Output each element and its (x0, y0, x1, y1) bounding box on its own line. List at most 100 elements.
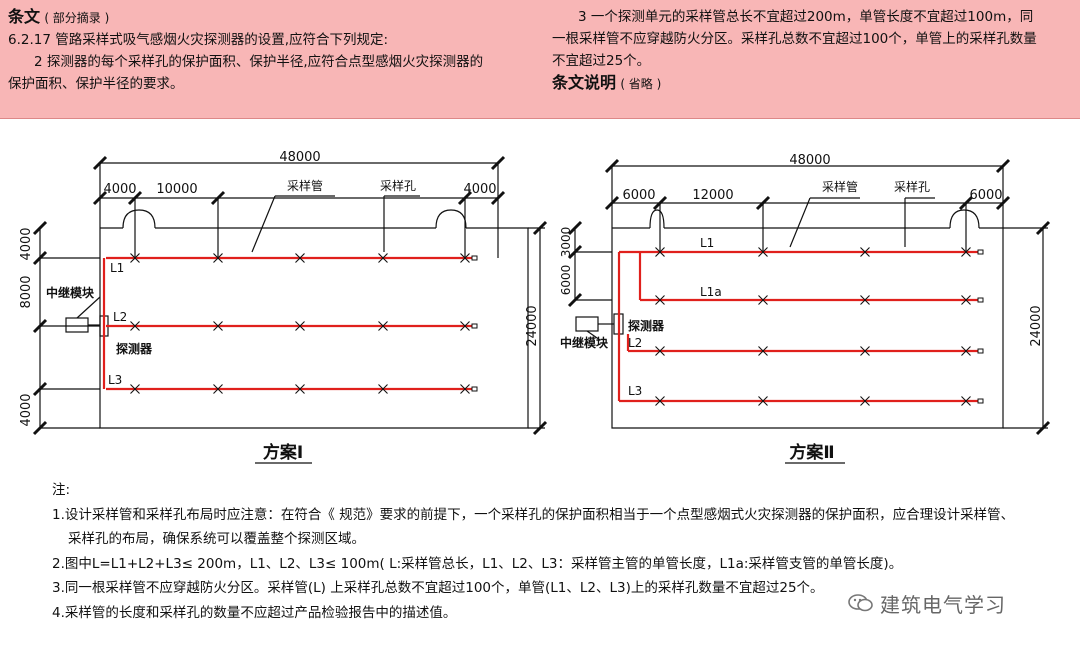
scheme1-caption: 方案Ⅰ (263, 442, 303, 463)
sampling-hole-mark (758, 247, 768, 257)
clause-title: 条文 (8, 7, 41, 26)
sampling-hole-mark (213, 253, 223, 263)
clause-right-column: 3 一个探测单元的采样管总长不宜超过200m，单管长度不宜超过100m，同 一根… (552, 6, 1072, 95)
sampling-hole-mark (655, 346, 665, 356)
scheme1-v-dim-bottom: 4000 (19, 393, 34, 426)
scheme2-L2: L2 (628, 336, 642, 350)
scheme2-room-outline (611, 227, 1004, 429)
explain-note: ( 省略 ) (620, 77, 662, 91)
scheme-2 (567, 158, 1051, 436)
clause-item3-line3: 不宜超过25个。 (552, 53, 651, 69)
scheme2-label-relay: 中继模块 (560, 335, 609, 350)
note-1-line2: 采样孔的布局，确保系统可以覆盖整个探测区域。 (68, 531, 365, 547)
scheme2-dim-left: 6000 (622, 188, 655, 203)
note-3: 3.同一根采样管不应穿越防火分区。采样管(L) 上采样孔总数不宜超过100个，单… (52, 580, 824, 596)
sampling-hole-mark (758, 346, 768, 356)
scheme2-v-dim-top: 3000 (559, 227, 573, 258)
scheme1-height: 24000 (525, 305, 540, 346)
sampling-hole-mark (860, 346, 870, 356)
scheme1-relay-module (65, 317, 89, 333)
sampling-hole-mark (961, 295, 971, 305)
sampling-hole-mark (378, 321, 388, 331)
sampling-hole-mark (130, 321, 140, 331)
clause-number: 6.2.17 (8, 32, 51, 48)
note-4: 4.采样管的长度和采样孔的数量不应超过产品检验报告中的描述值。 (52, 604, 457, 621)
scheme1-label-pipe: 采样管 (287, 178, 323, 193)
scheme2-labels: 48000 6000 12000 6000 采样管 采样孔 L1 L1a L2 … (559, 153, 1044, 463)
scheme2-dim-right: 6000 (969, 188, 1002, 203)
clause-item3-line1: 3 一个探测单元的采样管总长不宜超过200m，单管长度不宜超过100m，同 (578, 9, 1034, 25)
scheme1-L3: L3 (108, 373, 122, 387)
sampling-hole-mark (860, 295, 870, 305)
scheme2-L3: L3 (628, 384, 642, 398)
sampling-hole-mark (758, 295, 768, 305)
sampling-hole-mark (295, 384, 305, 394)
layout-drawing: 48000 4000 10000 4000 采样管 采样孔 L1 L2 L3 中… (19, 150, 1051, 464)
clause-left-column: 条文 ( 部分摘录 ) 6.2.17 管路采样式吸气感烟火灾探测器的设置,应符合… (8, 6, 538, 95)
sampling-hole-mark (961, 346, 971, 356)
notes-section: 注: 1.设计采样管和采样孔布局时应注意：在符合《 规范》要求的前提下，一个采样… (52, 478, 1062, 625)
sampling-hole-mark (460, 384, 470, 394)
note-1-line1: 1.设计采样管和采样孔布局时应注意：在符合《 规范》要求的前提下，一个采样孔的保… (52, 506, 1015, 523)
sampling-hole-mark (758, 396, 768, 406)
sampling-hole-mark (655, 247, 665, 257)
scheme1-label-detector: 探测器 (116, 341, 153, 356)
clause-header: 条文 ( 部分摘录 ) 6.2.17 管路采样式吸气感烟火灾探测器的设置,应符合… (0, 0, 1080, 119)
explain-title: 条文说明 (552, 73, 617, 92)
sampling-hole-mark (460, 321, 470, 331)
sampling-hole-mark (378, 253, 388, 263)
scheme1-label-hole: 采样孔 (380, 178, 416, 193)
sampling-hole-mark (961, 247, 971, 257)
scheme1-door-right (435, 209, 467, 229)
scheme2-label-hole: 采样孔 (894, 179, 930, 194)
scheme1-v-dim-mid: 8000 (19, 275, 34, 308)
scheme2-sampling-holes (655, 247, 971, 406)
sampling-hole-mark (130, 384, 140, 394)
scheme-1 (32, 155, 548, 436)
scheme1-dim-right: 4000 (463, 182, 496, 197)
scheme2-door-right (949, 209, 980, 229)
sampling-hole-mark (130, 253, 140, 263)
watermark-text: 建筑电气学习 (880, 592, 1006, 617)
scheme1-label-relay: 中继模块 (46, 285, 95, 300)
scheme2-total-width: 48000 (789, 153, 830, 168)
notes-heading: 注: (52, 482, 71, 498)
scheme1-dim-left: 4000 (103, 182, 136, 197)
scheme2-v-dim-mid: 6000 (559, 265, 573, 296)
clause-item3-line2: 一根采样管不应穿越防火分区。采样孔总数不宜超过100个，单管上的采样孔数量 (552, 31, 1037, 47)
sampling-hole-mark (460, 253, 470, 263)
sampling-hole-mark (378, 384, 388, 394)
scheme1-labels: 48000 4000 10000 4000 采样管 采样孔 L1 L2 L3 中… (19, 150, 540, 463)
scheme2-label-pipe: 采样管 (822, 179, 858, 194)
scheme2-L1: L1 (700, 236, 714, 250)
sampling-hole-mark (860, 396, 870, 406)
scheme1-L2: L2 (113, 310, 127, 324)
scheme2-L1a: L1a (700, 285, 722, 299)
scheme1-pipes (102, 256, 472, 391)
scheme2-dim-spacing: 12000 (692, 188, 733, 203)
sampling-hole-mark (295, 321, 305, 331)
watermark: 建筑电气学习 (842, 588, 1012, 618)
sampling-hole-mark (961, 396, 971, 406)
sampling-hole-mark (860, 247, 870, 257)
note-2: 2.图中L=L1+L2+L3≤ 200m，L1、L2、L3≤ 100m( L:采… (52, 555, 903, 572)
clause-item2-line1: 2 探测器的每个采样孔的保护面积、保护半径,应符合点型感烟火灾探测器的 (34, 54, 484, 70)
scheme1-pipe-leader (251, 195, 276, 253)
sampling-hole-mark (655, 295, 665, 305)
scheme2-height: 24000 (1029, 305, 1044, 346)
scheme1-sampling-holes (130, 253, 470, 394)
clause-title-note: ( 部分摘录 ) (44, 11, 110, 25)
scheme2-caption: 方案Ⅱ (789, 442, 834, 463)
sampling-hole-mark (213, 321, 223, 331)
scheme1-total-width: 48000 (279, 150, 320, 165)
sampling-hole-mark (655, 396, 665, 406)
scheme1-door-left (122, 209, 156, 229)
scheme2-pipe-leader (789, 197, 811, 248)
clause-item2-line2: 保护面积、保护半径的要求。 (8, 76, 184, 92)
scheme2-pipes (617, 250, 978, 403)
scheme1-dim-spacing: 10000 (156, 182, 197, 197)
scheme1-v-dim-top: 4000 (19, 227, 34, 260)
clause-text: 管路采样式吸气感烟火灾探测器的设置,应符合下列规定: (55, 32, 389, 48)
scheme1-L1: L1 (110, 261, 124, 275)
scheme2-door-left (649, 209, 665, 229)
